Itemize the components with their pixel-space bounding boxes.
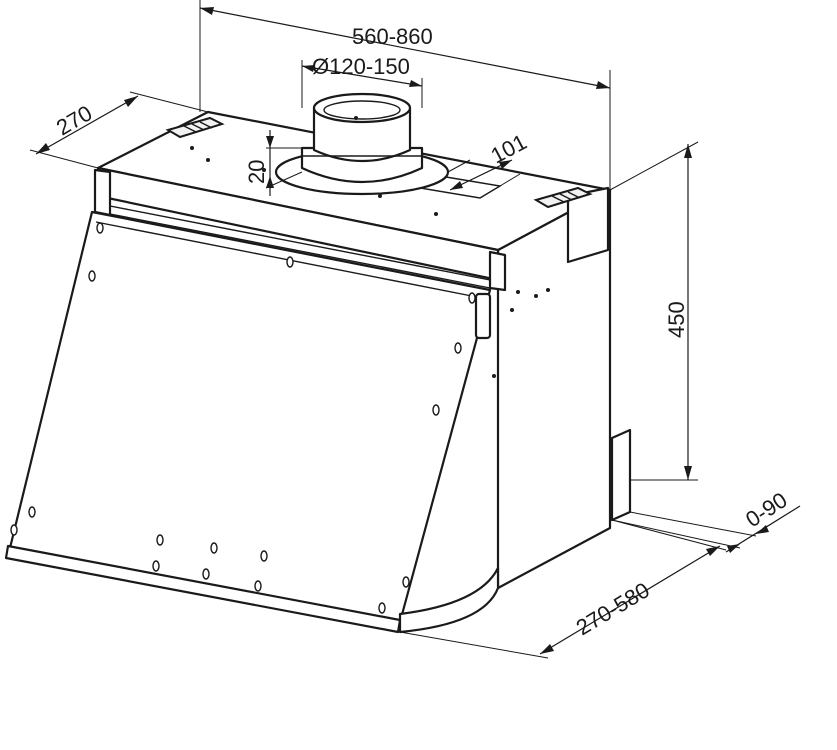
dim-outlet-offset-label: 101 <box>487 129 531 168</box>
dim-width: 560-860 <box>199 0 611 190</box>
right-mount-clip <box>533 186 593 209</box>
lower-skirt <box>398 566 500 634</box>
side-bracket <box>566 186 610 264</box>
hood-body <box>4 110 632 634</box>
dim-extension-label: 0-90 <box>741 487 792 532</box>
back-bracket <box>610 428 632 522</box>
dim-extension: 0-90 <box>611 487 801 553</box>
left-post <box>93 168 112 217</box>
dim-width-label: 560-860 <box>352 24 433 49</box>
dim-depth-range-label: 270-580 <box>572 577 654 640</box>
right-post <box>488 250 507 292</box>
dim-collar-height-label: 20 <box>244 160 269 184</box>
dim-depth-top-label: 270 <box>52 100 96 140</box>
dim-outlet-diameter-label: Ø120-150 <box>312 54 410 79</box>
inner-rail-lower <box>109 213 491 289</box>
dim-height: 450 <box>609 141 699 481</box>
side-handle <box>474 292 492 340</box>
outlet-rim <box>312 92 412 124</box>
outlet-inner <box>323 100 401 120</box>
exhaust-outlet <box>274 92 450 196</box>
inner-rail <box>109 205 491 281</box>
dim-height-label: 450 <box>664 301 689 338</box>
fasteners <box>10 116 550 614</box>
dim-collar-height: 20 <box>244 130 303 196</box>
dim-outlet-diameter: Ø120-150 <box>301 54 423 108</box>
visor-lip <box>4 544 402 634</box>
left-mount-clip <box>165 116 225 139</box>
